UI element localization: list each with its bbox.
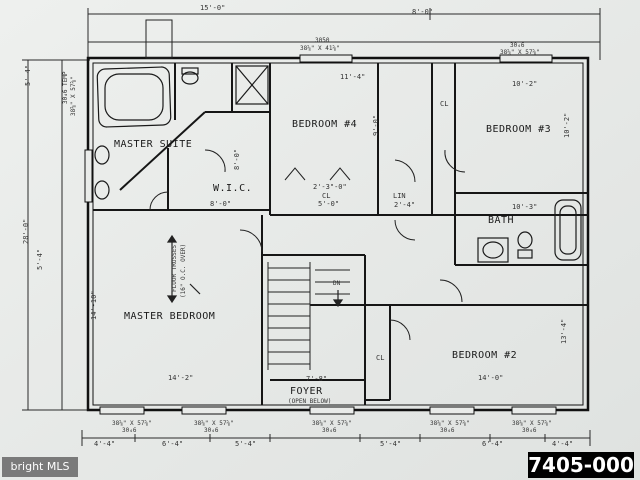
dim-bed3-width: 10'-2" xyxy=(512,80,538,88)
room-bedroom-3: BEDROOM #3 xyxy=(486,124,552,135)
interior-walls xyxy=(93,63,588,405)
dim-master-bedroom-width: 14'-2" xyxy=(168,374,194,382)
dim-wic-height: 8'-0" xyxy=(233,148,241,170)
dim-bottom-1: 4'-4" xyxy=(94,440,116,448)
room-lin: LIN xyxy=(393,192,406,200)
room-master-bedroom: MASTER BEDROOM xyxy=(124,311,216,322)
dim-lin-width: 2'-4" xyxy=(394,201,416,209)
room-bedroom-2: BEDROOM #2 xyxy=(452,350,518,361)
dim-bottom-3: 5'-4" xyxy=(235,440,257,448)
dim-bath-width: 10'-3" xyxy=(512,203,538,211)
win-bottom-5: 38⅝" X 57⅝" xyxy=(512,420,552,427)
dim-foyer-width: 7'-8" xyxy=(306,375,328,383)
room-bath: BATH xyxy=(488,215,515,226)
watermark-logo: bright MLS xyxy=(2,457,78,477)
windows xyxy=(84,54,557,415)
dim-top-mid: 8'-0" xyxy=(412,8,434,16)
foyer-open-below: (OPEN BELOW) xyxy=(288,398,332,405)
chimney xyxy=(145,19,173,59)
win-bottom-2: 38⅝" X 57⅝" xyxy=(194,420,234,427)
dim-bed3-height: 10'-2" xyxy=(563,112,571,138)
closet-label-b: CL xyxy=(322,192,331,200)
dim-left-mid: 14'-10" xyxy=(90,290,98,320)
win-top-a2: 38⅝" X 41⅝" xyxy=(300,45,340,52)
dimension-lines xyxy=(22,8,601,446)
dim-bedroom2-width: 14'-0" xyxy=(478,374,504,382)
floor-trusses-note-2: (16" O.C. OVER) xyxy=(180,243,187,298)
dim-left-lower: 5'-4" xyxy=(36,248,44,270)
stair-treads xyxy=(267,262,350,370)
door-swings xyxy=(149,149,466,341)
dim-bottom-2: 6'-4" xyxy=(162,440,184,448)
dim-left-total: 28'-0" xyxy=(22,218,30,244)
closet-label-a: CL xyxy=(440,100,449,108)
floor-trusses-note: FLOOR TRUSSES xyxy=(171,245,178,292)
fixtures xyxy=(94,65,582,263)
dim-wic-width: 8'-0" xyxy=(210,200,232,208)
win-top-a: 3050 xyxy=(315,37,330,44)
plan-number: 7405-000 xyxy=(528,452,634,478)
stair-arrow xyxy=(332,290,344,308)
win-bottom-4: 38⅝" X 57⅝" xyxy=(430,420,470,427)
win-top-b2: 38⅝" X 57⅝" xyxy=(500,49,540,56)
win-bottom-1: 38⅝" X 57⅝" xyxy=(112,420,152,427)
dim-left-upper: 5'-4" xyxy=(24,64,32,86)
dim-top-left: 15'-0" xyxy=(200,4,226,12)
win-bottom-4b: 30₄6 xyxy=(440,427,455,434)
win-left-size: 38⅝" X 57⅝" xyxy=(70,76,77,116)
dim-closet-width: 2'-3"-0" xyxy=(313,183,347,191)
closet-label-c: CL xyxy=(376,354,385,362)
dim-bottom-5: 6'-4" xyxy=(482,440,504,448)
win-top-b: 30₄6 xyxy=(510,42,525,49)
truss-arrow xyxy=(166,234,201,304)
win-bottom-2b: 30₄6 xyxy=(204,427,219,434)
win-left-label: 30₄6 TEMP xyxy=(62,71,69,104)
dim-bed4-width: 11'-4" xyxy=(340,73,366,81)
room-foyer: FOYER xyxy=(290,386,323,397)
dim-bedroom2-height: 13'-4" xyxy=(560,318,568,344)
win-bottom-1b: 30₄6 xyxy=(122,427,137,434)
dim-bottom-4: 5'-4" xyxy=(380,440,402,448)
win-bottom-3b: 30₄6 xyxy=(322,427,337,434)
room-bedroom-4: BEDROOM #4 xyxy=(292,119,358,130)
dim-bed4-right: 9'-0" xyxy=(372,114,380,136)
win-bottom-5b: 30₄6 xyxy=(522,427,537,434)
room-master-suite: MASTER SUITE xyxy=(114,139,193,150)
room-wic: W.I.C. xyxy=(213,183,253,194)
win-bottom-3: 38⅝" X 57⅝" xyxy=(312,420,352,427)
dim-closet-width-2: 5'-0" xyxy=(318,200,340,208)
stair-dn-label: DN xyxy=(333,280,341,287)
dim-bottom-6: 4'-4" xyxy=(552,440,574,448)
